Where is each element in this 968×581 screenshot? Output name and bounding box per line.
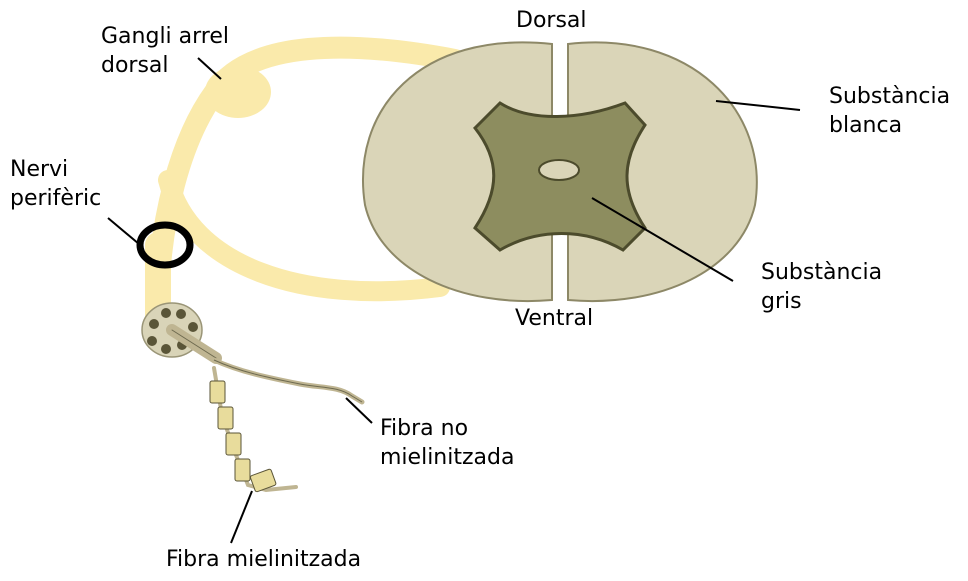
fascicle (149, 319, 159, 329)
myelin-sheath (218, 407, 233, 429)
label-line: Substància (829, 82, 950, 111)
fascicle (176, 309, 186, 319)
label-grey-matter: Substància gris (761, 258, 882, 316)
fascicle (161, 308, 171, 318)
label-line: Gangli arrel (101, 22, 229, 51)
label-line: blanca (829, 111, 950, 140)
leader-line-myelinated (231, 491, 252, 543)
myelin-sheath (235, 459, 250, 481)
label-line: mielinitzada (380, 443, 514, 472)
label-myelinated-fiber-text: Fibra mielinitzada (166, 545, 361, 574)
label-dorsal: Dorsal (516, 6, 587, 35)
fascicle (188, 322, 198, 332)
label-line: gris (761, 287, 882, 316)
central-canal (539, 160, 579, 180)
label-line: Nervi (10, 155, 101, 184)
label-dorsal-root-ganglion: Gangli arrel dorsal (101, 22, 229, 80)
fascicle (161, 344, 171, 354)
fascicle (147, 336, 157, 346)
label-white-matter: Substància blanca (829, 82, 950, 140)
myelin-sheath (226, 433, 241, 455)
leader-line-peripheral-nerve (108, 218, 139, 244)
myelin-sheath (210, 381, 225, 403)
label-line: Fibra no (380, 414, 514, 443)
unmyelinated-fiber (214, 360, 362, 402)
label-line: Substància (761, 258, 882, 287)
label-line: dorsal (101, 51, 229, 80)
label-unmyelinated-fiber: Fibra no mielinitzada (380, 414, 514, 472)
label-ventral: Ventral (515, 304, 593, 333)
label-line: perifèric (10, 184, 101, 213)
label-dorsal-text: Dorsal (516, 6, 587, 35)
label-peripheral-nerve: Nervi perifèric (10, 155, 101, 213)
label-ventral-text: Ventral (515, 304, 593, 333)
label-myelinated-fiber: Fibra mielinitzada (166, 545, 361, 574)
